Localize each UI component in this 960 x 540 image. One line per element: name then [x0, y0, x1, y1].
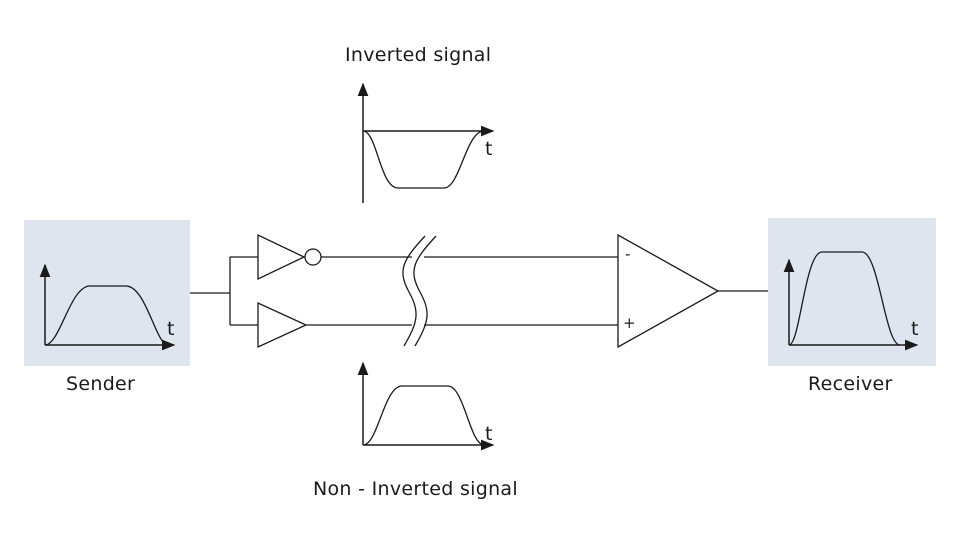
differential-amplifier: [617, 233, 768, 349]
inverted-signal-label: Inverted signal: [345, 44, 492, 66]
receiver-label: Receiver: [808, 373, 893, 395]
amplifier-triangle: [617, 233, 720, 349]
inverted-signal-graph: [357, 82, 495, 203]
amplifier-minus-sign: -: [625, 245, 631, 263]
transmission-lines: [306, 256, 618, 326]
inverting-buffer-triangle: [257, 233, 306, 281]
non-inverted-signal-label: Non - Inverted signal: [313, 478, 518, 500]
inverting-buffer: [257, 233, 322, 281]
break-mark-right: [413, 235, 437, 347]
receiver-time-axis-label: t: [911, 318, 919, 340]
receiver-panel-bg: [768, 218, 936, 366]
inverted-time-axis-label: t: [485, 138, 493, 160]
break-mark-left: [402, 235, 426, 347]
non-inverted-time-axis-label: t: [485, 423, 493, 445]
non-inverting-buffer: [257, 301, 308, 349]
cable-break-marks: [402, 235, 437, 347]
inverting-bubble: [304, 248, 322, 266]
inverted-waveform: [362, 130, 485, 189]
non-inverting-buffer-triangle: [257, 301, 308, 349]
non-inverted-waveform: [362, 385, 485, 446]
receiver-waveform: [788, 251, 901, 346]
input-wiring: [190, 256, 258, 326]
sender-label: Sender: [66, 373, 136, 395]
receiver-panel: [768, 218, 936, 366]
sender-time-axis-label: t: [167, 318, 175, 340]
sender-waveform: [44, 285, 169, 346]
amplifier-plus-sign: +: [623, 314, 636, 332]
non-inverted-signal-graph: [357, 361, 495, 451]
sender-panel: [24, 220, 190, 366]
